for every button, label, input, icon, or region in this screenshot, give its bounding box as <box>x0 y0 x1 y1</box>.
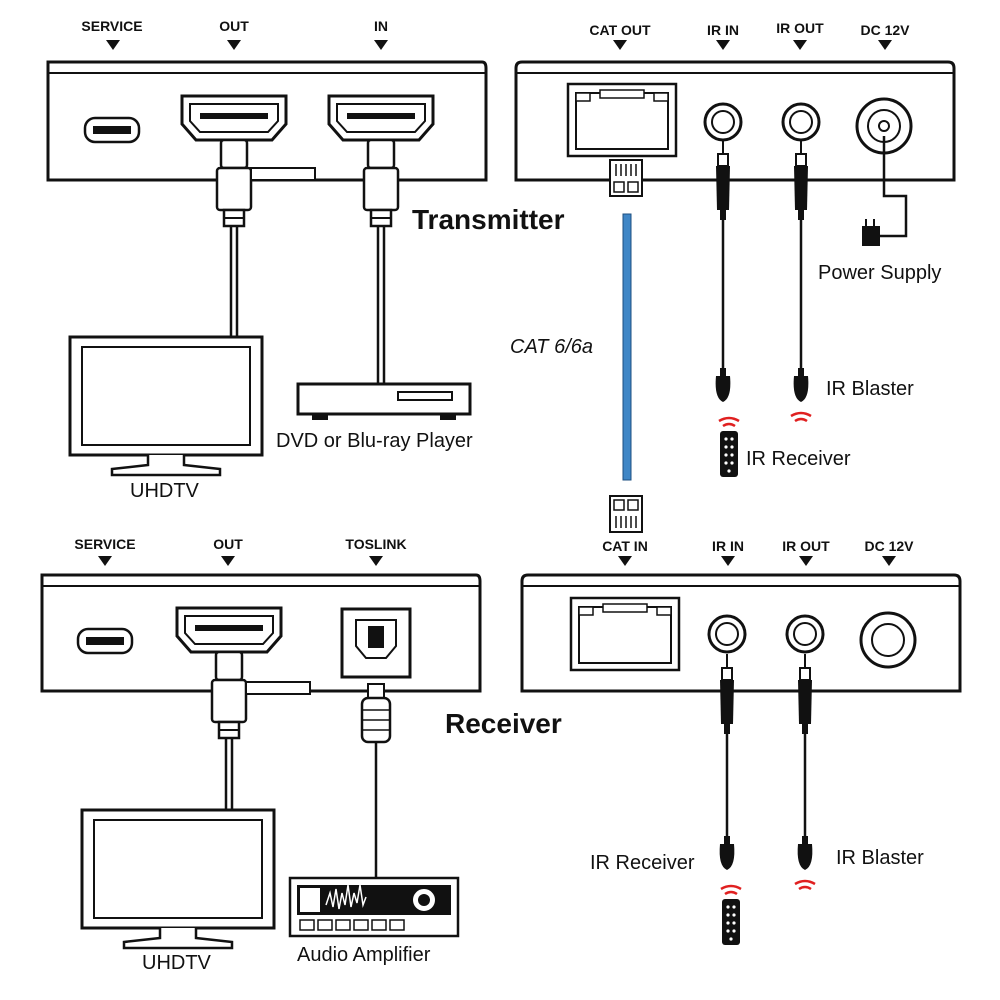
ir-out-jack[interactable] <box>781 102 821 142</box>
toslink-port[interactable] <box>340 607 412 679</box>
ir-in-arrow-icon <box>716 40 730 50</box>
hdmi-in-plug <box>362 138 400 228</box>
rx-out-arrow-icon <box>221 556 235 566</box>
rx-ir-receiver-icon <box>719 836 735 870</box>
rx-ir-blaster-icon <box>797 836 813 870</box>
tx-ir-blaster-label: IR Blaster <box>826 378 914 400</box>
rx-service-arrow-icon <box>98 556 112 566</box>
tx-uhdtv-label: UHDTV <box>130 480 199 502</box>
hdmi-out-port[interactable] <box>180 94 288 142</box>
cat-in-port[interactable] <box>569 596 681 672</box>
rx-ir-in-label: IR IN <box>712 538 744 554</box>
rx-out-label: OUT <box>213 536 243 552</box>
rx-ir-out-jack[interactable] <box>785 614 825 654</box>
ir-out-arrow-icon <box>793 40 807 50</box>
rx-service-usb-port[interactable] <box>76 627 134 655</box>
power-supply-icon <box>862 219 880 246</box>
rx-uhdtv-label: UHDTV <box>142 952 211 974</box>
rx-ir-in-jack[interactable] <box>707 614 747 654</box>
audio-amplifier-label: Audio Amplifier <box>297 944 431 966</box>
dc-arrow-icon <box>878 40 892 50</box>
dvd-player-label: DVD or Blu-ray Player <box>276 430 473 452</box>
in-arrow-icon <box>374 40 388 50</box>
tx-ir-out-label: IR OUT <box>776 20 824 36</box>
tx-ir-blaster-signal-icon <box>789 411 813 423</box>
cat-out-arrow-icon <box>613 40 627 50</box>
cat-out-port[interactable] <box>566 82 678 158</box>
out-arrow-icon <box>227 40 241 50</box>
rx-hdmi-out-port[interactable] <box>175 606 283 654</box>
tx-remote-icon <box>720 431 738 477</box>
cat-cable-label: CAT 6/6a <box>510 336 593 358</box>
tx-out-label: OUT <box>219 18 249 34</box>
hdmi-out-plug <box>215 138 253 228</box>
tx-cat-out-label: CAT OUT <box>589 22 651 38</box>
service-usb-port[interactable] <box>83 116 141 144</box>
rx-ir-blaster-signal-icon <box>793 879 817 891</box>
rx-ir-receiver-label: IR Receiver <box>590 852 695 874</box>
rx-ir-receiver-signal-icon <box>719 884 743 896</box>
tx-service-label: SERVICE <box>81 18 143 34</box>
rx-rj45-plug <box>609 495 643 533</box>
dvd-player-icon <box>296 382 472 420</box>
receiver-front-panel <box>40 556 482 810</box>
rx-cat-in-label: CAT IN <box>602 538 648 554</box>
rx-remote-icon <box>722 899 740 945</box>
rx-toslink-label: TOSLINK <box>345 536 407 552</box>
power-supply-label: Power Supply <box>818 262 942 284</box>
tx-ir-receiver-signal-icon <box>717 416 741 428</box>
rx-ir-out-label: IR OUT <box>782 538 830 554</box>
tx-ir-receiver-label: IR Receiver <box>746 448 851 470</box>
rx-dc-label: DC 12V <box>864 538 914 554</box>
tx-rj45-plug <box>609 159 643 197</box>
receiver-title: Receiver <box>445 708 562 739</box>
cat-cable <box>622 213 632 481</box>
service-arrow-icon <box>106 40 120 50</box>
transmitter-title: Transmitter <box>412 204 565 235</box>
rx-ir-out-arrow-icon <box>799 556 813 566</box>
rx-dc-arrow-icon <box>882 556 896 566</box>
rx-ir-in-arrow-icon <box>721 556 735 566</box>
receiver-rear-panel <box>520 556 962 693</box>
hdmi-in-port[interactable] <box>327 94 435 142</box>
tx-in-label: IN <box>374 18 388 34</box>
rx-hdmi-out-plug <box>210 650 248 740</box>
tx-uhdtv-icon <box>68 335 264 477</box>
tx-ir-receiver-icon <box>715 368 731 402</box>
transmitter-front-panel <box>46 40 488 384</box>
rx-ir-blaster-label: IR Blaster <box>836 847 924 869</box>
tx-ir-in-label: IR IN <box>707 22 739 38</box>
rx-uhdtv-icon <box>80 808 276 950</box>
audio-amplifier-icon <box>288 876 460 938</box>
rx-service-label: SERVICE <box>74 536 136 552</box>
tx-dc-label: DC 12V <box>860 22 910 38</box>
toslink-plug <box>360 683 392 878</box>
tx-ir-blaster-icon <box>793 368 809 402</box>
toslink-arrow-icon <box>369 556 383 566</box>
cat-in-arrow-icon <box>618 556 632 566</box>
transmitter-rear-panel <box>514 40 956 182</box>
ir-in-jack[interactable] <box>703 102 743 142</box>
